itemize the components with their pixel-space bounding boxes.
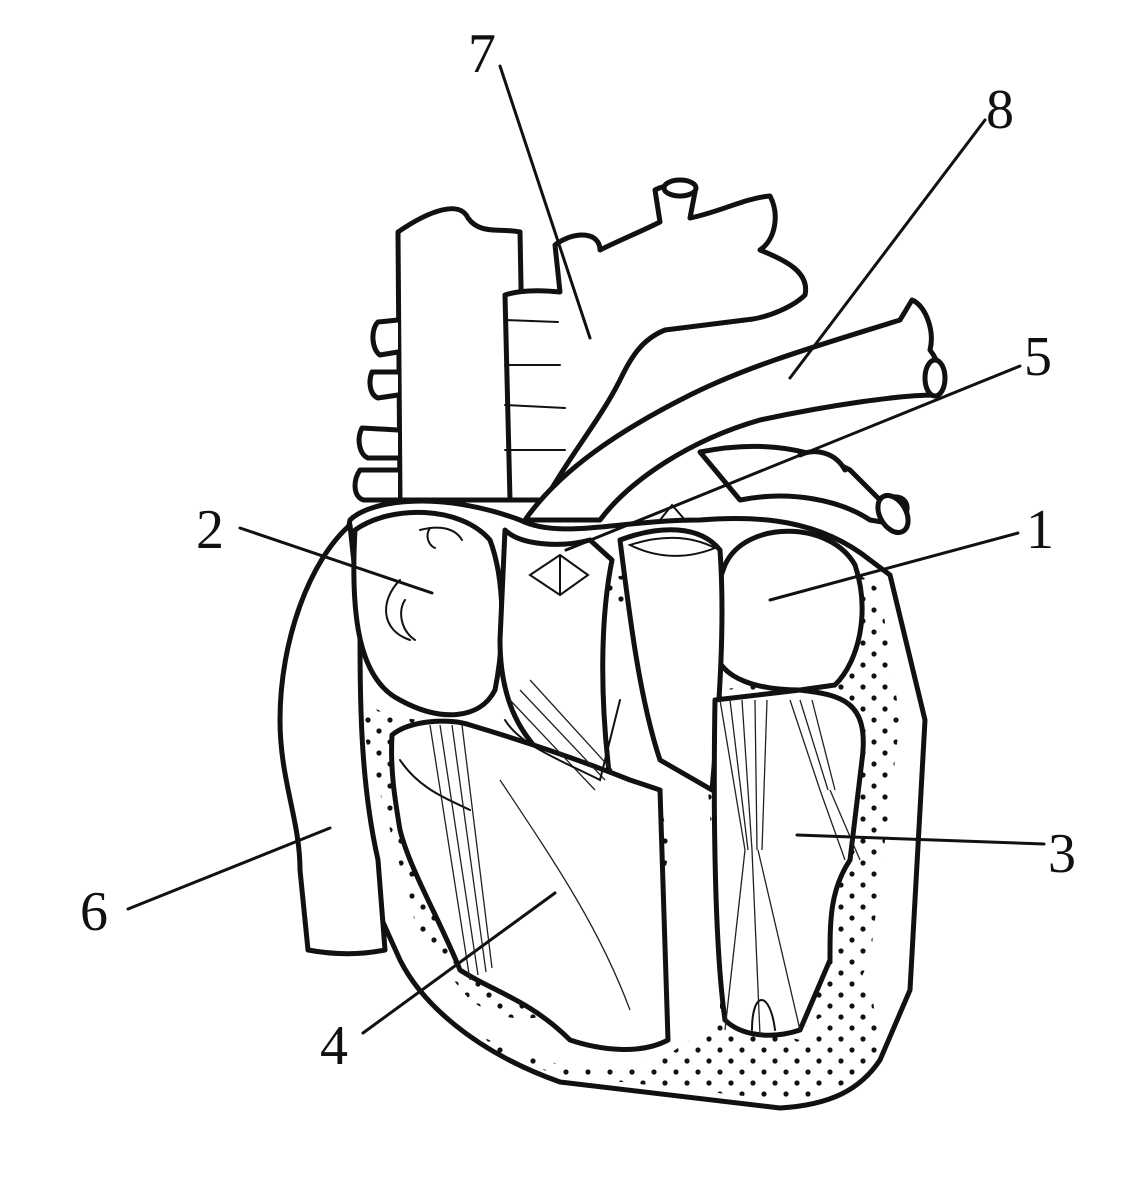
leader-8 bbox=[788, 118, 987, 380]
leader-7 bbox=[498, 64, 592, 340]
leader-2 bbox=[238, 526, 434, 595]
label-2: 2 bbox=[196, 499, 224, 561]
label-4: 4 bbox=[320, 1015, 348, 1077]
superior-vena-cava bbox=[352, 206, 528, 503]
label-3: 3 bbox=[1048, 823, 1076, 885]
leader-5 bbox=[564, 364, 1022, 552]
number-labels: 1 2 3 4 5 6 7 8 bbox=[80, 23, 1076, 1077]
leader-4 bbox=[361, 891, 557, 1035]
pulmonary-artery bbox=[522, 297, 948, 523]
left-ventricle bbox=[711, 687, 866, 1038]
left-atrium bbox=[710, 528, 865, 693]
pulmonary-veins bbox=[697, 443, 911, 535]
label-6: 6 bbox=[80, 881, 108, 943]
right-ventricle bbox=[389, 679, 671, 1052]
leader-3 bbox=[795, 833, 1046, 846]
label-7: 7 bbox=[468, 23, 496, 85]
aortic-arch bbox=[502, 177, 809, 503]
label-1: 1 bbox=[1026, 499, 1054, 561]
label-8: 8 bbox=[986, 79, 1014, 141]
leader-lines bbox=[126, 64, 1046, 1035]
leader-6 bbox=[126, 826, 332, 911]
leader-1 bbox=[768, 531, 1020, 602]
label-5: 5 bbox=[1024, 326, 1052, 388]
right-atrium bbox=[351, 509, 505, 718]
